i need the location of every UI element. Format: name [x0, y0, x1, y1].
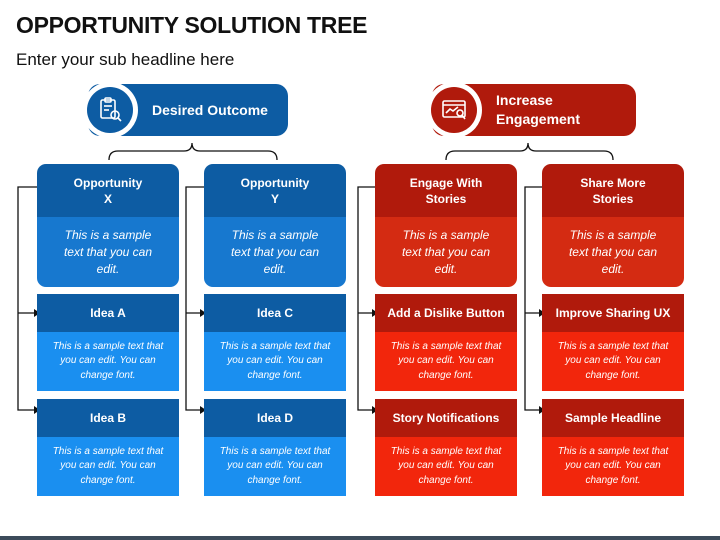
- idea-card: Idea D This is a sample text that you ca…: [204, 399, 346, 496]
- opportunity-card: Share More Stories This is a sample text…: [542, 164, 684, 287]
- idea-title: Improve Sharing UX: [542, 294, 684, 332]
- opportunity-text: This is a sample text that you can edit.: [375, 217, 517, 287]
- idea-card: Idea C This is a sample text that you ca…: [204, 294, 346, 391]
- root-label: Increase Engagement: [496, 92, 581, 127]
- idea-text: This is a sample text that you can edit.…: [37, 332, 179, 391]
- opportunity-text: This is a sample text that you can edit.: [37, 217, 179, 287]
- idea-title: Add a Dislike Button: [375, 294, 517, 332]
- idea-title: Idea C: [204, 294, 346, 332]
- opportunity-card: Opportunity Y This is a sample text that…: [204, 164, 346, 287]
- root-label: Desired Outcome: [152, 101, 268, 118]
- page-title: OPPORTUNITY SOLUTION TREE: [16, 12, 368, 38]
- idea-text: This is a sample text that you can edit.…: [375, 332, 517, 391]
- idea-title: Story Notifications: [375, 399, 517, 437]
- clipboard-magnifier-icon: [87, 87, 133, 133]
- idea-card: Improve Sharing UX This is a sample text…: [542, 294, 684, 391]
- opportunity-card: Opportunity X This is a sample text that…: [37, 164, 179, 287]
- idea-title: Idea D: [204, 399, 346, 437]
- arrow-head: [200, 309, 206, 317]
- idea-title: Sample Headline: [542, 399, 684, 437]
- root-desired-outcome: Desired Outcome: [82, 82, 288, 138]
- idea-text: This is a sample text that you can edit.…: [204, 437, 346, 496]
- opportunity-title: Opportunity Y: [204, 164, 346, 217]
- opportunity-text: This is a sample text that you can edit.: [542, 217, 684, 287]
- idea-card: Idea A This is a sample text that you ca…: [37, 294, 179, 391]
- left-bracket: [108, 142, 278, 161]
- idea-title: Idea A: [37, 294, 179, 332]
- engagement-dashboard-icon: [431, 87, 477, 133]
- idea-text: This is a sample text that you can edit.…: [542, 332, 684, 391]
- page-subtitle: Enter your sub headline here: [16, 50, 235, 69]
- opportunity-title: Engage With Stories: [375, 164, 517, 217]
- idea-card: Idea B This is a sample text that you ca…: [37, 399, 179, 496]
- idea-card: Add a Dislike Button This is a sample te…: [375, 294, 517, 391]
- right-bracket: [445, 142, 614, 161]
- idea-text: This is a sample text that you can edit.…: [375, 437, 517, 496]
- flow-line-opp-y: [185, 186, 204, 411]
- opportunity-title: Share More Stories: [542, 164, 684, 217]
- flow-line-share: [524, 186, 542, 411]
- opportunity-title: Opportunity X: [37, 164, 179, 217]
- opportunity-card: Engage With Stories This is a sample tex…: [375, 164, 517, 287]
- flow-line-engage: [357, 186, 375, 411]
- idea-text: This is a sample text that you can edit.…: [542, 437, 684, 496]
- arrow-head: [200, 406, 206, 414]
- idea-title: Idea B: [37, 399, 179, 437]
- root-increase-engagement: Increase Engagement: [426, 82, 636, 138]
- flow-line-opp-x: [17, 186, 37, 411]
- idea-text: This is a sample text that you can edit.…: [37, 437, 179, 496]
- idea-text: This is a sample text that you can edit.…: [204, 332, 346, 391]
- opportunity-text: This is a sample text that you can edit.: [204, 217, 346, 287]
- idea-card: Sample Headline This is a sample text th…: [542, 399, 684, 496]
- idea-card: Story Notifications This is a sample tex…: [375, 399, 517, 496]
- footer-bar: [0, 536, 720, 540]
